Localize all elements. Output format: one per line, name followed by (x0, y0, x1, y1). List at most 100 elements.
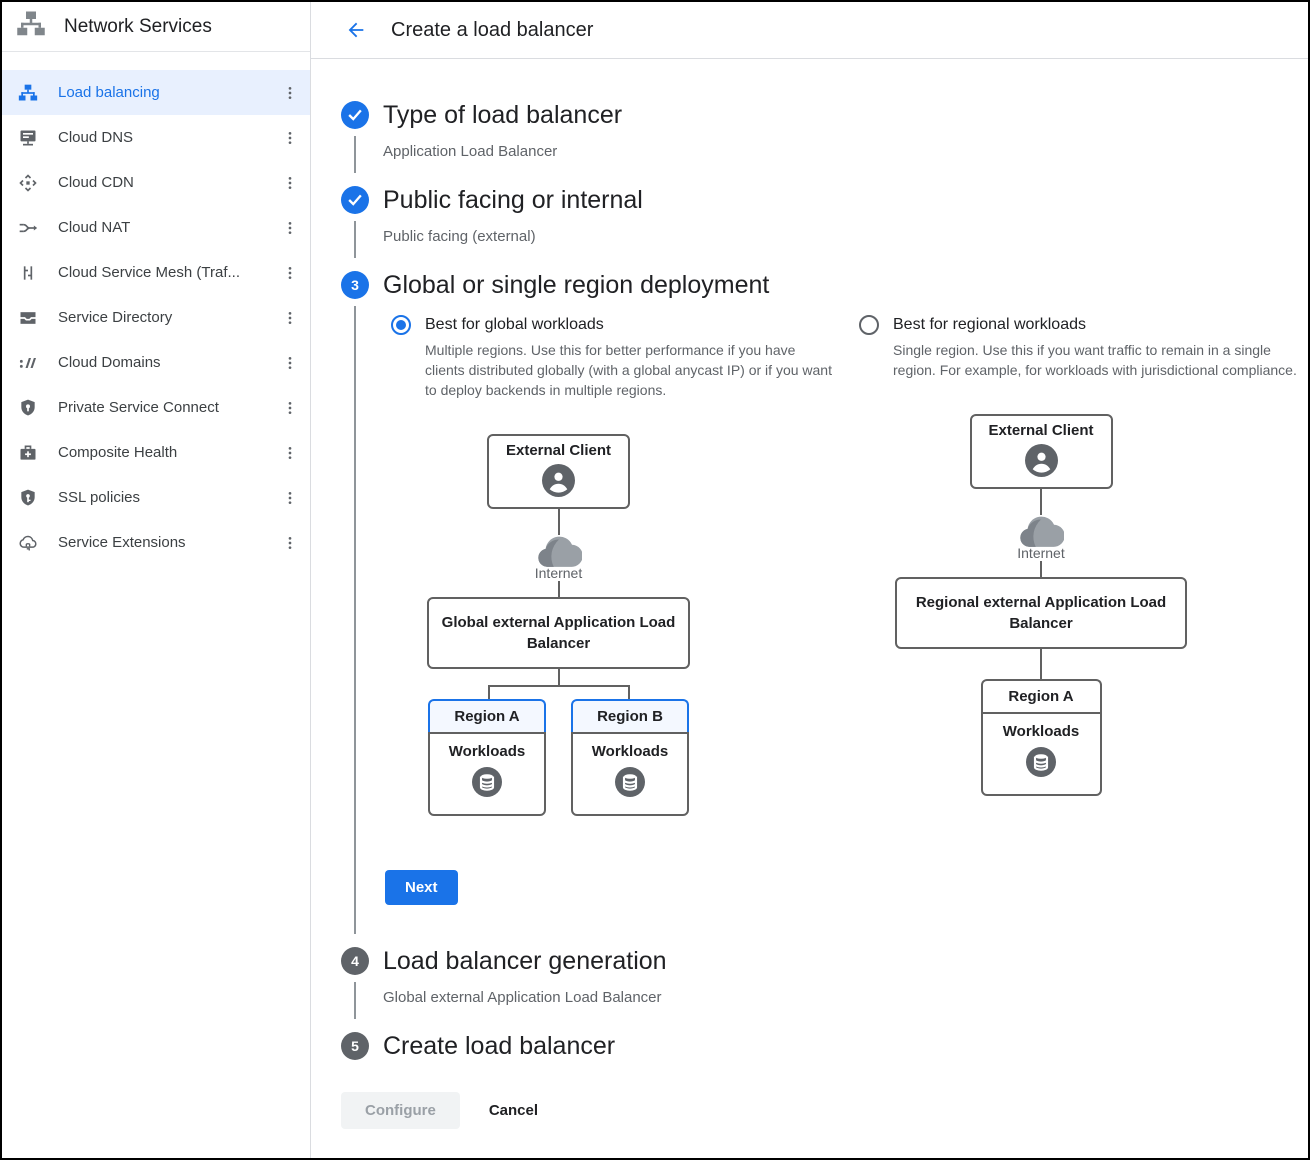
sidebar-item-ssl-policies[interactable]: SSL policies (2, 475, 310, 520)
cloud-dns-icon (16, 128, 40, 148)
external-client-label: External Client (505, 441, 612, 459)
cloud-nat-icon (16, 218, 40, 238)
item-menu-button[interactable] (280, 263, 300, 283)
step-rail: 4 (327, 947, 383, 1032)
connector-line (557, 581, 560, 597)
option-global-radio-row[interactable]: Best for global workloads (391, 315, 835, 335)
sidebar-item-label: Cloud CDN (58, 174, 134, 191)
step-type-of-load-balancer: Type of load balancer Application Load B… (327, 101, 1308, 186)
item-menu-button[interactable] (280, 488, 300, 508)
step-connector-line (354, 136, 356, 173)
item-menu-button[interactable] (280, 128, 300, 148)
external-client-label: External Client (988, 421, 1094, 439)
option-regional-radio-row[interactable]: Best for regional workloads (859, 315, 1303, 335)
step-connector-line (354, 306, 356, 934)
item-menu-button[interactable] (280, 353, 300, 373)
sidebar-item-label: Load balancing (58, 84, 160, 101)
regional-lb-box: Regional external Application Load Balan… (895, 577, 1187, 649)
region-b-box: Region B Workloads (571, 699, 689, 816)
external-client-box: External Client (487, 434, 630, 509)
sidebar: Network Services Load balancing Cloud DN… (2, 2, 311, 1158)
sidebar-item-cloud-cdn[interactable]: Cloud CDN (2, 160, 310, 205)
item-menu-button[interactable] (280, 443, 300, 463)
step-rail (327, 186, 383, 271)
step1-complete-badge (341, 101, 369, 129)
sidebar-item-composite-health[interactable]: Composite Health (2, 430, 310, 475)
sidebar-item-label: SSL policies (58, 489, 140, 506)
cancel-button[interactable]: Cancel (487, 1092, 540, 1129)
load-balancing-icon (16, 83, 40, 103)
option-label: Best for regional workloads (893, 316, 1086, 333)
step-connector-line (354, 982, 356, 1019)
option-global-workloads: Best for global workloads Multiple regio… (383, 315, 835, 816)
item-menu-button[interactable] (280, 173, 300, 193)
wizard-footer: Configure Cancel (341, 1092, 1308, 1129)
configure-button[interactable]: Configure (341, 1092, 460, 1129)
check-icon (348, 109, 362, 121)
region-name: Region A (1008, 688, 1074, 705)
option-regional-workloads: Best for regional workloads Single regio… (851, 315, 1303, 816)
connector-line (1040, 649, 1042, 679)
radio-selected-icon[interactable] (391, 315, 411, 335)
step4-number-badge: 4 (341, 947, 369, 975)
regions-row: Region A Workloads (980, 679, 1102, 796)
step-title: Public facing or internal (383, 186, 643, 214)
item-menu-button[interactable] (280, 308, 300, 328)
radio-unselected-icon[interactable] (859, 315, 879, 335)
check-icon (348, 194, 362, 206)
region-a-box: Region A Workloads (980, 679, 1102, 796)
step-rail: 5 (327, 1032, 383, 1060)
step2-complete-badge (341, 186, 369, 214)
sidebar-item-load-balancing[interactable]: Load balancing (2, 70, 310, 115)
item-menu-button[interactable] (280, 218, 300, 238)
sidebar-item-label: Composite Health (58, 444, 178, 461)
service-extensions-icon (16, 533, 40, 553)
sidebar-item-cloud-service-mesh[interactable]: Cloud Service Mesh (Traf... (2, 250, 310, 295)
region-name: Region B (597, 708, 663, 725)
sidebar-header: Network Services (2, 2, 310, 52)
item-menu-button[interactable] (280, 398, 300, 418)
sidebar-item-label: Service Extensions (58, 534, 186, 551)
connector-line (557, 669, 560, 685)
service-directory-icon (16, 308, 40, 328)
step-rail: 3 (327, 271, 383, 947)
sidebar-item-cloud-dns[interactable]: Cloud DNS (2, 115, 310, 160)
step-selected-value: Global external Application Load Balance… (383, 989, 662, 1006)
step-title: Type of load balancer (383, 101, 623, 129)
internet-label: Internet (534, 565, 583, 581)
sidebar-item-service-directory[interactable]: Service Directory (2, 295, 310, 340)
option-description: Single region. Use this if you want traf… (893, 342, 1297, 378)
sidebar-item-cloud-nat[interactable]: Cloud NAT (2, 205, 310, 250)
connector-line (1040, 489, 1042, 515)
region-name: Region A (454, 708, 520, 725)
global-lb-box: Global external Application Load Balance… (427, 597, 690, 669)
step-selected-value: Application Load Balancer (383, 143, 558, 160)
item-menu-button[interactable] (280, 83, 300, 103)
step-public-facing-or-internal: Public facing or internal Public facing … (327, 186, 1308, 271)
step-title: Load balancer generation (383, 947, 667, 975)
app-title: Network Services (64, 15, 212, 37)
sidebar-item-label: Private Service Connect (58, 399, 219, 416)
step-connector-line (354, 221, 356, 258)
step3-number-badge: 3 (341, 271, 369, 299)
sidebar-nav: Load balancing Cloud DNS Cloud CDN (2, 52, 310, 565)
step-create-load-balancer: 5 Create load balancer (327, 1032, 1308, 1060)
region-a-box: Region A Workloads (428, 699, 546, 816)
item-menu-button[interactable] (280, 533, 300, 553)
wizard-content: Type of load balancer Application Load B… (311, 59, 1308, 1158)
external-client-box: External Client (969, 414, 1113, 489)
sidebar-item-cloud-domains[interactable]: Cloud Domains (2, 340, 310, 385)
regions-row: Region A Workloads Region (428, 699, 689, 816)
main-panel: Create a load balancer Type of load bala… (311, 2, 1308, 1158)
page-title: Create a load balancer (391, 18, 594, 41)
next-button[interactable]: Next (385, 870, 458, 905)
sidebar-item-service-extensions[interactable]: Service Extensions (2, 520, 310, 565)
regional-lb-label: Regional external Application Load Balan… (915, 594, 1167, 632)
cloud-domains-icon (16, 353, 40, 373)
sidebar-item-private-service-connect[interactable]: Private Service Connect (2, 385, 310, 430)
step5-number-badge: 5 (341, 1032, 369, 1060)
step-global-or-single-region: 3 Global or single region deployment Bes… (327, 271, 1308, 947)
internet-cloud-icon (1018, 515, 1065, 553)
back-button[interactable] (345, 19, 367, 41)
connector-line (557, 509, 560, 535)
